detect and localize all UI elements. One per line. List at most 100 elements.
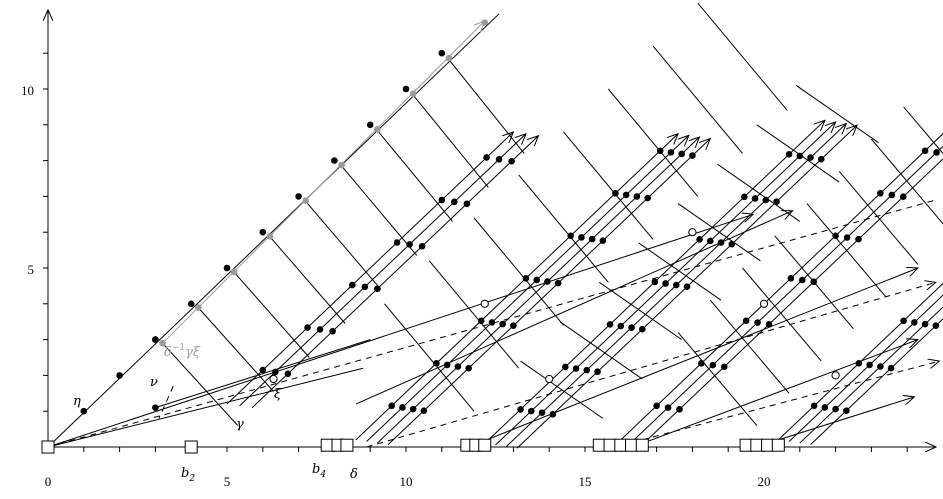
line-eta xyxy=(47,13,500,448)
dot xyxy=(678,150,685,158)
label-nu: ν xyxy=(150,375,158,390)
fan-line xyxy=(47,214,753,448)
dot xyxy=(331,157,338,164)
dot xyxy=(696,236,703,243)
dot xyxy=(402,85,410,93)
x-tick-label: 10 xyxy=(400,474,413,489)
rung-line xyxy=(269,236,346,324)
dot xyxy=(406,241,413,248)
dot xyxy=(787,274,795,282)
dot xyxy=(152,404,159,411)
gray-line xyxy=(162,21,485,344)
dot xyxy=(785,151,793,158)
dot xyxy=(116,372,123,379)
bundle-line xyxy=(777,282,943,441)
gray-dot xyxy=(445,54,453,62)
dot xyxy=(567,232,574,240)
x-tick-label: 15 xyxy=(579,474,592,489)
square-marker xyxy=(635,438,649,452)
square-marker xyxy=(478,438,492,452)
gray-dot xyxy=(159,339,166,347)
dot xyxy=(517,406,524,413)
fan-line xyxy=(642,340,918,444)
x-tick-labels: 0 5 10 15 20 xyxy=(45,474,771,489)
fan-line xyxy=(155,339,371,409)
dot xyxy=(807,154,814,161)
dot xyxy=(187,300,195,308)
dot xyxy=(843,234,851,241)
rung-line xyxy=(677,332,758,426)
open-dot xyxy=(831,371,840,380)
open-dot xyxy=(759,299,769,308)
dot xyxy=(316,326,324,333)
fan-line xyxy=(778,397,914,441)
rung-line xyxy=(742,267,822,362)
label-conjugate-delta: δ xyxy=(164,345,172,360)
rung-line xyxy=(563,131,654,240)
dot xyxy=(832,232,839,240)
dot xyxy=(272,368,279,376)
gray-dot xyxy=(409,90,417,98)
square-marker xyxy=(771,438,785,452)
dot xyxy=(80,407,88,415)
dot xyxy=(628,324,635,331)
x-tick-label: 20 xyxy=(758,474,771,489)
y-tick-label: 5 xyxy=(28,262,35,277)
rung-line xyxy=(197,307,274,392)
dot xyxy=(588,235,596,243)
bundle-line xyxy=(239,134,526,407)
dot xyxy=(717,239,725,246)
dot xyxy=(528,407,535,415)
rung-line xyxy=(162,342,239,426)
dot xyxy=(672,281,680,289)
dot xyxy=(796,152,804,160)
dot xyxy=(821,404,829,411)
label-xi: ξ xyxy=(274,387,282,402)
square-marker xyxy=(761,438,775,452)
rung-line xyxy=(697,2,788,111)
rung-line xyxy=(559,321,643,380)
dot xyxy=(911,319,918,326)
gray-dot xyxy=(195,304,202,311)
dot xyxy=(454,363,462,370)
square-marker xyxy=(750,438,764,452)
dots xyxy=(80,19,940,418)
dot xyxy=(855,235,862,243)
fan-lines xyxy=(47,13,943,449)
dot xyxy=(662,280,669,287)
dot xyxy=(638,325,646,333)
dot xyxy=(361,283,369,291)
dot xyxy=(538,409,546,416)
rung-line xyxy=(473,217,564,326)
y-tick-labels: 5 10 xyxy=(21,83,34,277)
bundle-line xyxy=(799,306,943,444)
open-dot xyxy=(480,299,489,308)
dot xyxy=(664,404,672,411)
square-marker xyxy=(739,438,753,452)
rung-line xyxy=(376,130,453,222)
label-b2-main: b xyxy=(181,466,189,481)
dot xyxy=(866,361,873,369)
rung-line xyxy=(384,303,475,412)
dot xyxy=(594,368,601,376)
dot xyxy=(676,405,683,413)
dot xyxy=(295,193,302,200)
dot xyxy=(932,322,940,329)
dot xyxy=(707,237,714,245)
square-markers xyxy=(41,438,785,454)
dot xyxy=(259,366,267,374)
gray-conjugate-line xyxy=(162,21,485,344)
dot xyxy=(689,152,696,159)
dot xyxy=(463,200,471,208)
dot xyxy=(420,407,428,414)
dot xyxy=(399,404,406,411)
dot xyxy=(877,189,884,197)
gray-dot xyxy=(230,268,238,276)
dot xyxy=(683,283,691,291)
rung-line xyxy=(903,106,943,155)
dot xyxy=(817,155,825,163)
dot xyxy=(728,240,736,248)
dot xyxy=(409,405,417,413)
dot xyxy=(418,242,426,250)
dot xyxy=(349,281,356,289)
